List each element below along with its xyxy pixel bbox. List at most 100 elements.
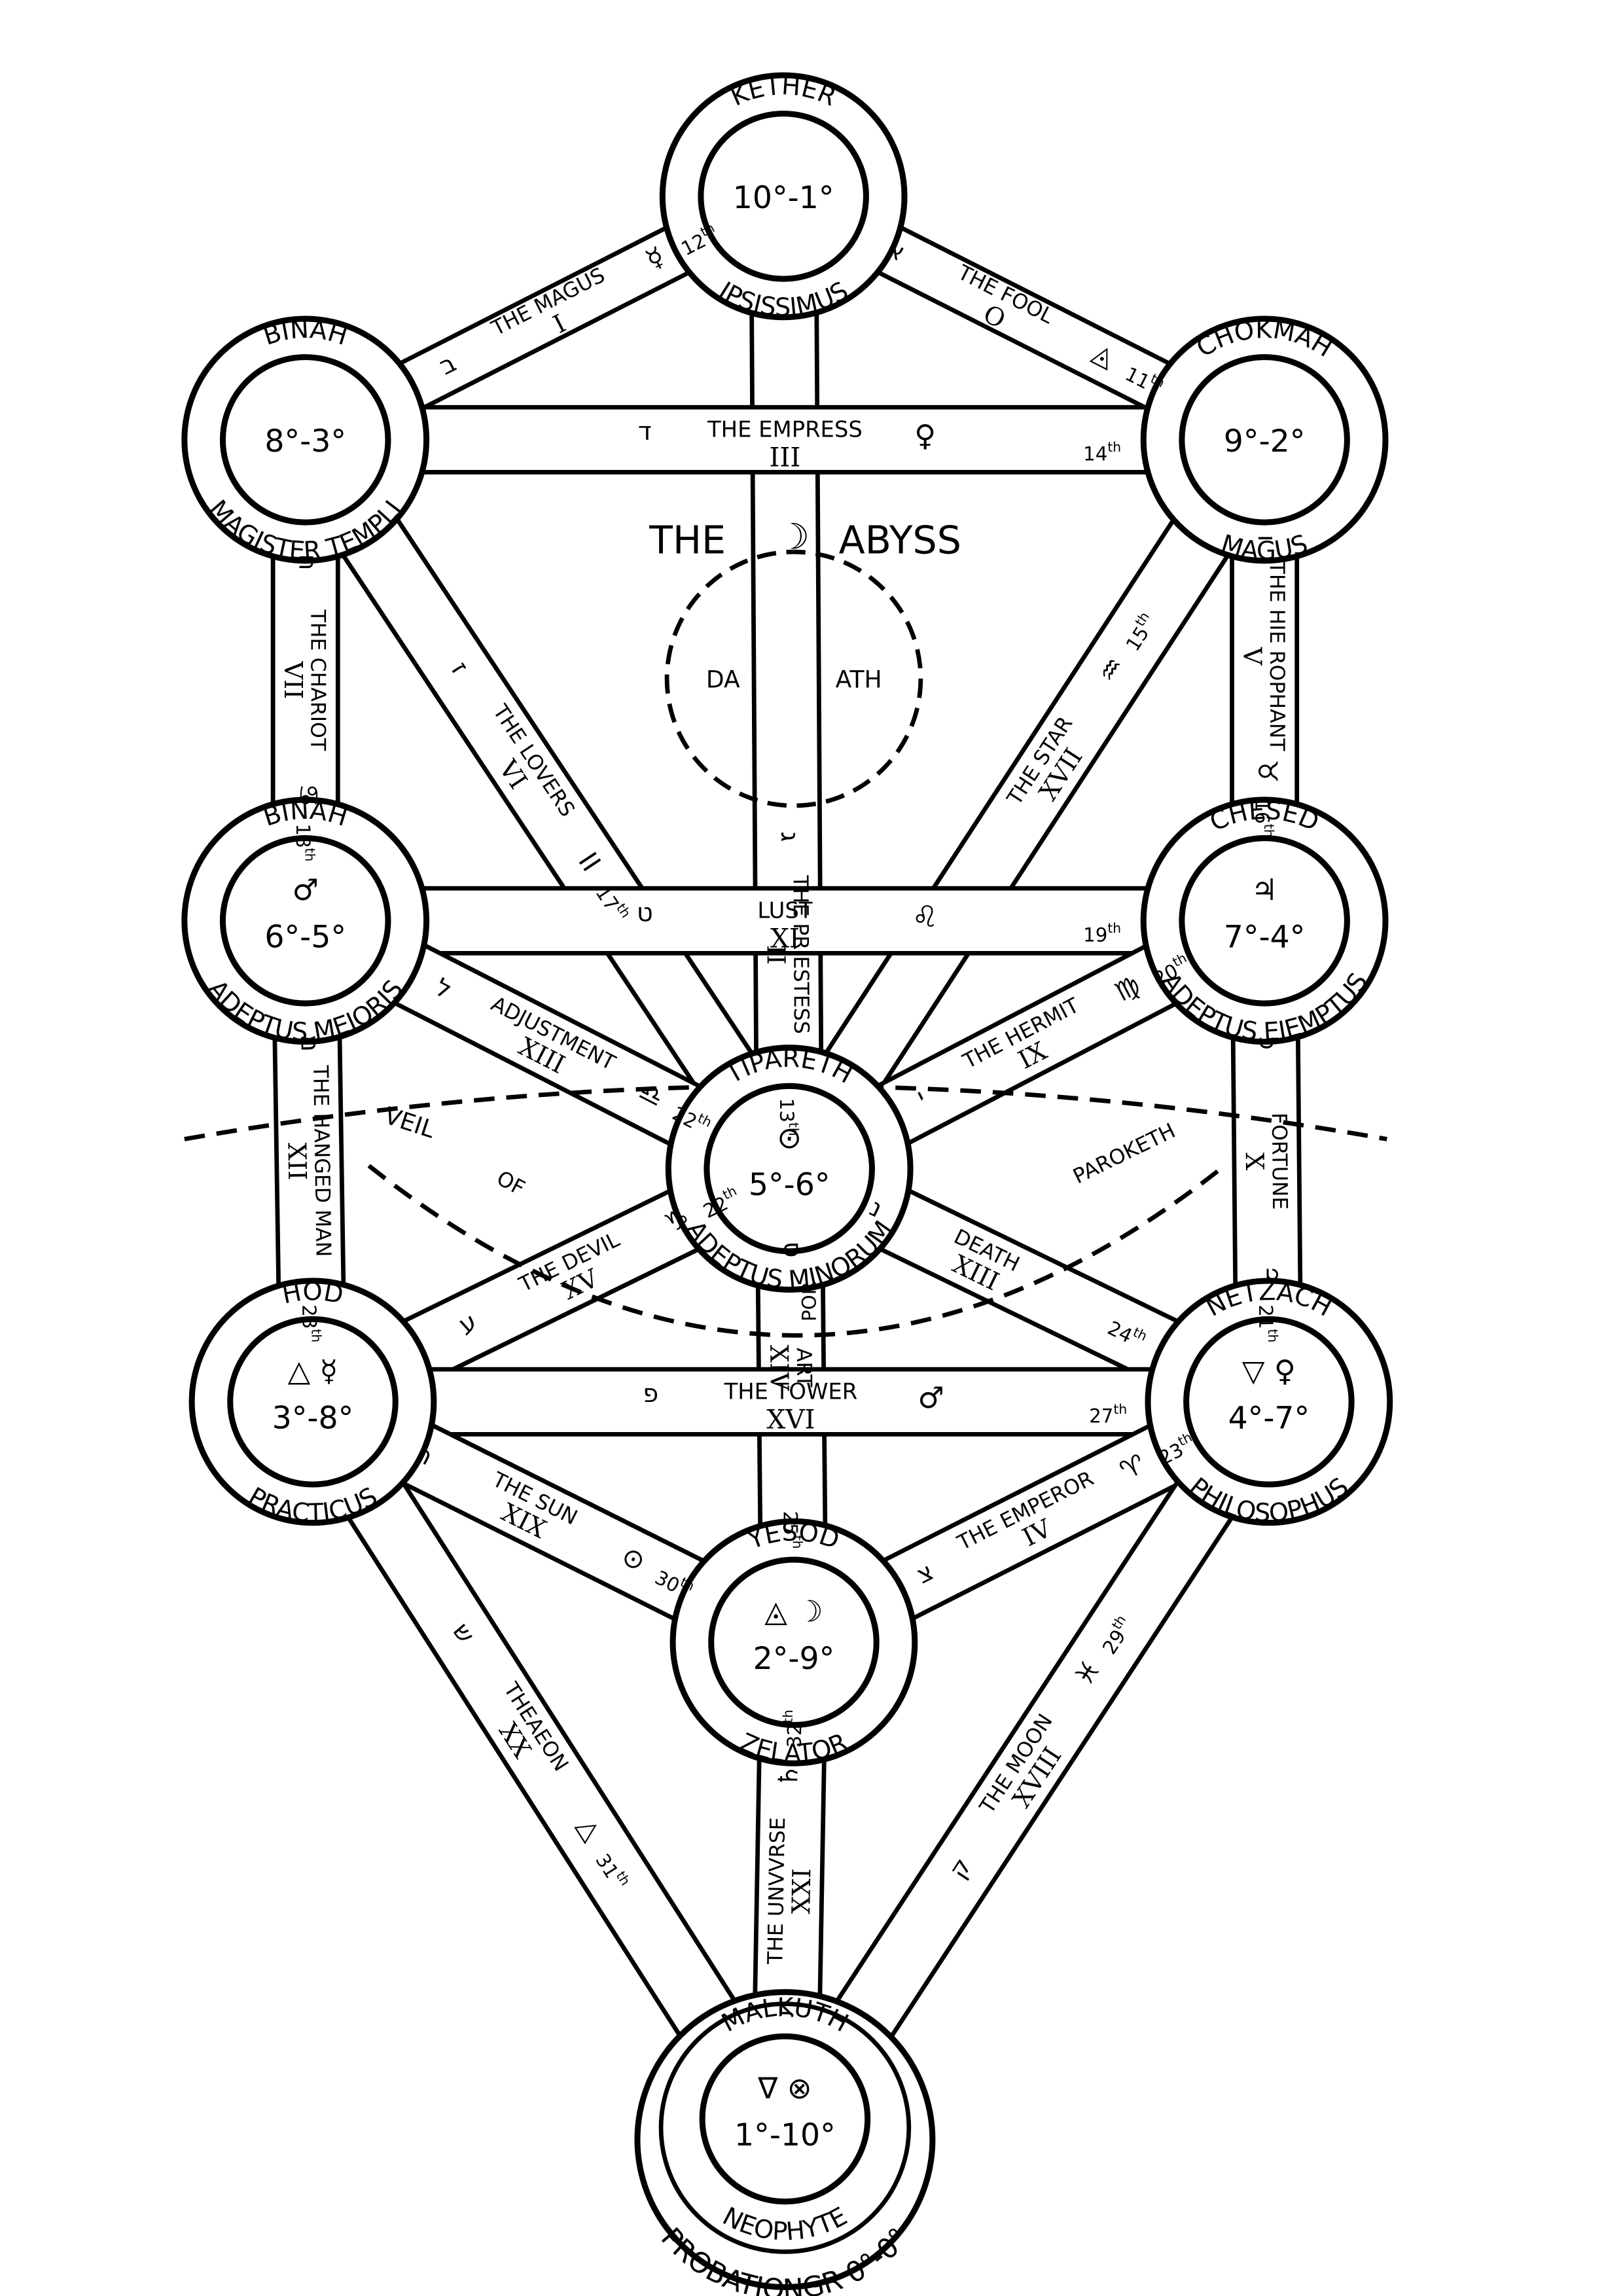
path-sign: ♉: [1252, 759, 1283, 783]
path-number: 27th: [1089, 1401, 1127, 1427]
sephirah-symbol: ▽ ♀: [1242, 1354, 1296, 1388]
path-number: 21th: [1255, 1304, 1281, 1342]
path-letter: ד: [638, 417, 652, 446]
path-sign: ♋: [293, 783, 325, 807]
path-title: THE UNVVRSE: [764, 1817, 790, 1965]
path-title: ART: [792, 1348, 816, 1388]
path-letter: ט: [637, 898, 653, 927]
path-sign: ♌: [912, 899, 938, 934]
path-sign: ♃: [1255, 1265, 1287, 1289]
path-numeral: X: [1240, 1153, 1269, 1171]
sephirah-symbol: ♃: [1251, 872, 1277, 907]
path-numeral: XII: [281, 1142, 312, 1180]
sephirah-inner-ring: [699, 2033, 871, 2205]
path-letter: ס: [777, 1241, 807, 1257]
path-numeral: VII: [278, 660, 308, 699]
path-title: THE CHARIOT: [306, 609, 330, 751]
path-title: THE HANGED MAN: [308, 1064, 335, 1257]
veil-word-4: POR: [798, 1282, 821, 1321]
sephirah-name: HOD: [280, 1277, 346, 1310]
sephirah-inner-ring: [1179, 835, 1350, 1007]
path-number: 13th: [776, 1098, 802, 1136]
path-numeral: V: [1238, 647, 1267, 666]
veil-of-paroketh: [184, 1083, 1387, 1338]
path-letter: ג: [775, 831, 804, 842]
path-number: 14th: [1083, 439, 1121, 465]
path-number: 18th: [292, 823, 318, 861]
path-letter: פ: [643, 1379, 658, 1408]
veil-arc-lower: [367, 1164, 1226, 1338]
sephirah-value: 4°-7°: [1228, 1400, 1310, 1436]
path-number: 23th: [298, 1304, 324, 1343]
sephirah-value: 3°-8°: [272, 1400, 354, 1436]
sephirah-value: 1°-10°: [734, 2117, 836, 2153]
path-numeral: XIV: [764, 1344, 794, 1391]
sephirah-symbol: ∇ ⊗: [757, 2071, 812, 2106]
path-numeral: XVI: [766, 1403, 815, 1435]
sephirah-value: 10°-1°: [733, 180, 834, 216]
veil-word-1: VEIL: [381, 1102, 438, 1143]
path-letter: ח: [293, 554, 323, 570]
path-number: 19th: [1083, 920, 1121, 946]
sephirah-symbol: ⊙: [777, 1121, 802, 1155]
path-title: FORTUNE: [1267, 1113, 1291, 1210]
sephirah-inner-ring: [219, 354, 391, 526]
path-letter: ו: [1252, 535, 1281, 541]
sephirah-value: 5°-6°: [749, 1167, 830, 1203]
path-number: 25th: [779, 1511, 806, 1549]
path-number: 32th: [779, 1710, 806, 1748]
sephirah-symbol: △ ☿: [288, 1354, 338, 1388]
sephirah-inner-ring: [1183, 1316, 1355, 1488]
path-letter: ת: [770, 2000, 800, 2017]
sephirah-value: 2°-9°: [753, 1641, 835, 1677]
abyss-moon-icon: ☽: [778, 516, 810, 558]
daath-dashed-circle: [664, 549, 923, 808]
sephirah-inner-ring: [227, 1316, 399, 1488]
path-numeral: II: [761, 945, 791, 965]
sephirah-value: 7°-4°: [1224, 919, 1306, 955]
sephirah-value: 6°-5°: [264, 919, 346, 955]
daath-circle: [664, 549, 923, 808]
sephirah-inner-ring: [708, 1556, 880, 1729]
path-sign: ♄: [772, 1764, 804, 1788]
path-letter: מ: [294, 1035, 324, 1052]
sephirah-inner-ring: [698, 111, 869, 282]
path-number: 16th: [1251, 800, 1277, 838]
sephirah-inner-ring: [219, 835, 391, 1007]
abyss-right: ABYSS: [839, 518, 961, 562]
sephirah-symbol: ◬ ☽: [764, 1594, 823, 1629]
sephirah-symbol: ♂: [292, 872, 318, 907]
sephirah-inner-ring: [1179, 354, 1350, 526]
veil-arc: [184, 1083, 1387, 1141]
path-title: THE PRIESTESS: [788, 874, 812, 1034]
sephirah-inner-ring: [704, 1083, 875, 1255]
abyss-left: THE: [649, 518, 726, 562]
sephirah-value: 9°-2°: [1224, 423, 1306, 459]
path-title: THE HIE ROPHANT: [1265, 561, 1289, 752]
path-numeral: III: [769, 441, 800, 473]
daath-right: ATH: [836, 666, 882, 694]
veil-word-2: OF: [493, 1166, 529, 1200]
daath-left: DA: [706, 666, 740, 694]
path-title: LUST: [757, 897, 812, 923]
path-numeral: XI: [770, 922, 800, 954]
path-title: THE EMPRESS: [707, 416, 863, 442]
path-sign: ♀: [914, 418, 936, 453]
path-title: THE TOWER: [724, 1378, 858, 1404]
